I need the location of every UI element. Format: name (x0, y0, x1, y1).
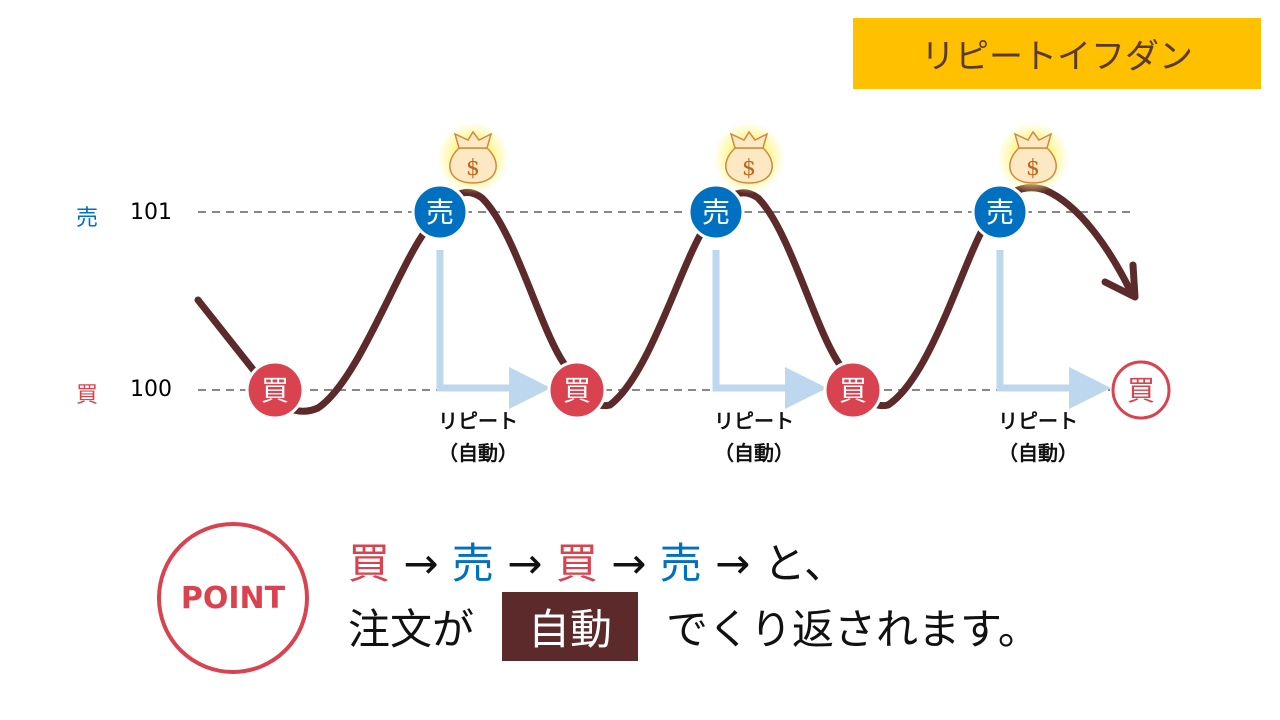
repeat-arrow (436, 250, 551, 409)
repeat-diagram: $ $ $ 売 売 売買 買 買 買 (194, 122, 1171, 420)
repeat-label-line2: （自動） (438, 441, 518, 465)
point-line2-post: でくり返されます。 (666, 605, 1040, 654)
point-line1-part: → と、 (701, 539, 846, 588)
point-line1-part: → (390, 539, 452, 588)
svg-text:売: 売 (702, 196, 730, 229)
point-line1-part: → (493, 539, 556, 588)
point-line2: 注文が自動でくり返されます。 (348, 592, 1040, 661)
sell-marker: 売 (687, 183, 745, 241)
svg-text:$: $ (742, 156, 756, 181)
sell-level-label: 売 (76, 206, 99, 231)
point-line1-part: 売 (659, 539, 702, 588)
money-bag-icon: $ (713, 122, 785, 194)
sell-level-price: 101 (130, 200, 172, 225)
buy-marker: 買 (823, 360, 883, 420)
buy-level-label: 買 (76, 383, 99, 408)
repeat-label-line2: （自動） (998, 441, 1078, 465)
repeat-label-line1: リピート (998, 409, 1078, 433)
svg-text:買: 買 (1127, 374, 1155, 407)
point-line2-pre: 注文が (348, 605, 475, 654)
buy-marker: 買 (547, 360, 607, 420)
arrow-head-icon (1101, 261, 1139, 301)
svg-text:売: 売 (426, 196, 454, 229)
point-line1-part: 買 (555, 539, 598, 588)
svg-text:$: $ (1026, 156, 1040, 181)
point-line1: 買 → 売 → 買 → 売 → と、 (348, 530, 846, 591)
repeat-label: リピート （自動） (694, 405, 814, 469)
svg-text:買: 買 (563, 374, 591, 407)
svg-text:買: 買 (839, 374, 867, 407)
title-banner: リピートイフダン (853, 18, 1261, 89)
money-bag-icon: $ (437, 122, 509, 194)
repeat-label: リピート （自動） (418, 405, 538, 469)
repeat-label: リピート （自動） (978, 405, 1098, 469)
point-line1-part: → (597, 539, 660, 588)
svg-text:$: $ (466, 156, 480, 181)
sell-marker: 売 (971, 183, 1029, 241)
repeat-label-line1: リピート (714, 409, 794, 433)
svg-text:売: 売 (986, 196, 1014, 229)
buy-marker: 買 (245, 360, 305, 420)
sell-marker: 売 (411, 183, 469, 241)
repeat-label-line2: （自動） (714, 441, 794, 465)
money-bag-icon: $ (997, 122, 1069, 194)
buy-level-price: 100 (130, 377, 172, 402)
svg-text:買: 買 (261, 374, 289, 407)
point-badge: POINT (157, 522, 309, 674)
repeat-arrow (996, 250, 1111, 409)
repeat-arrow (712, 250, 827, 409)
pending-buy-marker: 買 (1111, 360, 1171, 420)
point-line1-part: 売 (451, 539, 494, 588)
point-line1-part: 買 (348, 539, 391, 588)
repeat-label-line1: リピート (438, 409, 518, 433)
auto-highlight: 自動 (502, 592, 639, 661)
